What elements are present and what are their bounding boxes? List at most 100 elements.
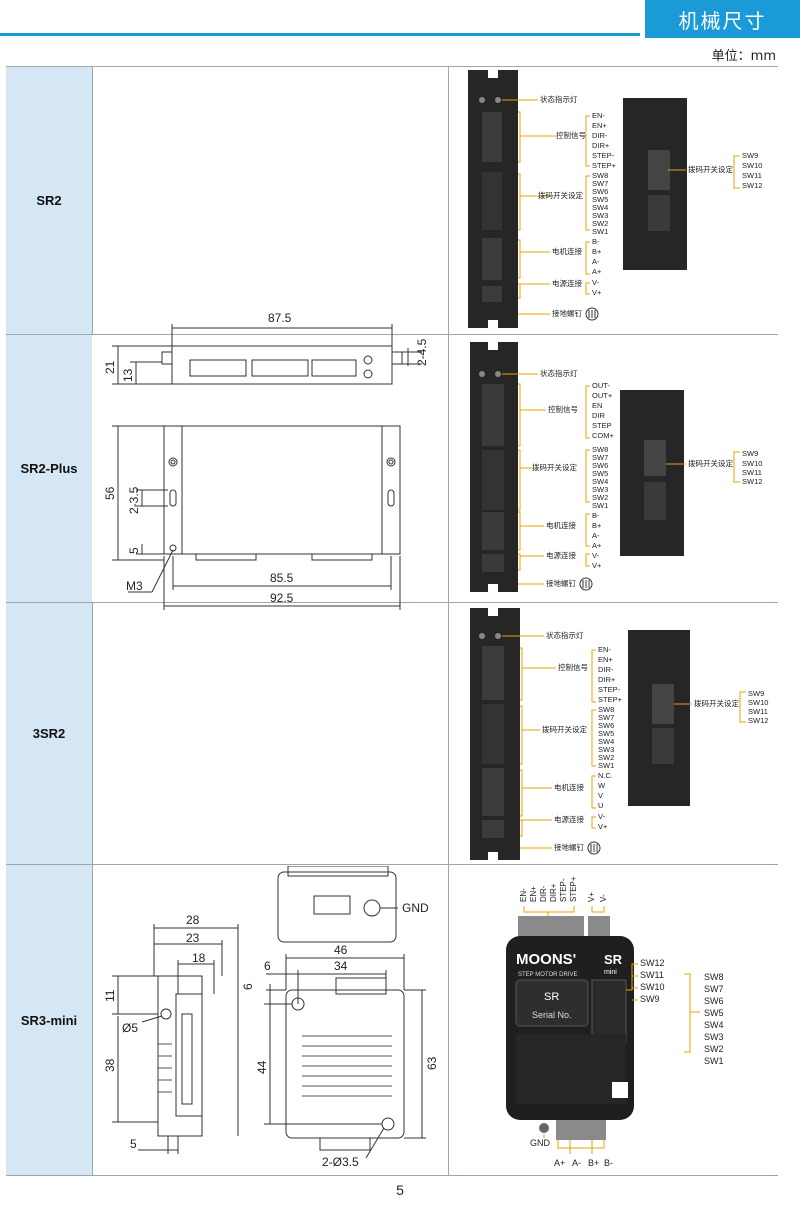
dim-11: 11 bbox=[103, 989, 117, 1002]
label-ground: 接地螺钉 bbox=[552, 308, 582, 318]
pin: W bbox=[598, 781, 606, 790]
pin: SW1 bbox=[598, 761, 614, 770]
pin: N.C. bbox=[598, 771, 613, 780]
label-side-dip: 拨码开关设定 bbox=[694, 698, 739, 708]
label-status: 状态指示灯 bbox=[540, 94, 578, 104]
pin: SW10 bbox=[748, 698, 768, 707]
pin: SW1 bbox=[592, 227, 608, 236]
pin: SW12 bbox=[748, 716, 768, 725]
pin: B+ bbox=[592, 521, 602, 530]
pin: DIR- bbox=[598, 665, 614, 674]
pin: EN bbox=[592, 401, 602, 410]
dim-23: 23 bbox=[186, 931, 200, 945]
dim-2-4-5: 2-4.5 bbox=[415, 338, 429, 366]
mini-series-sub: mini bbox=[604, 969, 617, 976]
pin: SW12 bbox=[742, 477, 762, 486]
pin: SW9 bbox=[742, 449, 758, 458]
pin: STEP bbox=[592, 421, 612, 430]
pin: SW2 bbox=[704, 1044, 724, 1054]
pin: SW2 bbox=[592, 493, 608, 502]
pin: SW3 bbox=[592, 485, 608, 494]
pin: STEP- bbox=[559, 878, 568, 902]
mini-front-view bbox=[285, 989, 405, 1139]
pin: V+ bbox=[598, 822, 608, 831]
pin: V+ bbox=[592, 561, 602, 570]
ground-icon bbox=[585, 307, 599, 321]
model-name-sr3-mini: SR3-mini bbox=[6, 865, 92, 1175]
pin: SW3 bbox=[592, 211, 608, 220]
mini-serial: Serial No. bbox=[532, 1010, 572, 1020]
dim-cell-3sr2 bbox=[92, 603, 448, 864]
pin: OUT- bbox=[592, 381, 610, 390]
label-ground: 接地螺钉 bbox=[554, 842, 584, 852]
pin: STEP+ bbox=[569, 876, 578, 902]
photo-cell-3sr2 bbox=[448, 603, 778, 864]
pin: SW11 bbox=[742, 468, 762, 477]
mini-bottom-connector bbox=[556, 1120, 606, 1140]
label-ground: 接地螺钉 bbox=[546, 578, 576, 588]
label-dip: 拨码开关设定 bbox=[538, 190, 583, 200]
pin: SW1 bbox=[704, 1056, 724, 1066]
pin: SW8 bbox=[598, 705, 614, 714]
pin: SW2 bbox=[598, 753, 614, 762]
pin: SW12 bbox=[640, 958, 665, 968]
sr2-product-photo: 状态指示灯 控制信号 拨码开关设定 电机连接 电源连接 接地螺钉 拨码开关设定 … bbox=[468, 70, 762, 328]
dim-85-5: 85.5 bbox=[270, 571, 294, 585]
pin: SW9 bbox=[742, 151, 758, 160]
pin: SW4 bbox=[592, 203, 608, 212]
pin: SW11 bbox=[748, 707, 768, 716]
pin: A- bbox=[592, 531, 600, 540]
dim-56: 56 bbox=[103, 486, 117, 500]
top-view-outline bbox=[171, 345, 393, 385]
pin: DIR- bbox=[592, 131, 608, 140]
pin: SW2 bbox=[592, 219, 608, 228]
mini-series: SR bbox=[604, 952, 623, 967]
dim-5: 5 bbox=[127, 547, 141, 554]
sr2-dimension-drawing: 87.5 2-4.5 21 13 56 2-3.5 5 85.5 92.5 M3 bbox=[103, 311, 429, 610]
section-title: 机械尺寸 bbox=[645, 0, 800, 38]
model-name-sr2: SR2 bbox=[6, 67, 92, 334]
dim-44: 44 bbox=[255, 1060, 269, 1074]
label-motor: 电机连接 bbox=[546, 520, 576, 530]
pin: EN- bbox=[598, 645, 611, 654]
dim-6-vertical: 6 bbox=[241, 983, 255, 990]
dim-2-phi-3-5: 2-Ø3.5 bbox=[322, 1155, 359, 1169]
dim-34: 34 bbox=[334, 959, 348, 973]
pin: SW6 bbox=[592, 187, 608, 196]
pin: DIR+ bbox=[592, 141, 610, 150]
pin: SW3 bbox=[598, 745, 614, 754]
pin: STEP- bbox=[592, 151, 615, 160]
qr-code-icon bbox=[612, 1082, 628, 1098]
dim-5: 5 bbox=[130, 1137, 137, 1151]
dimension-table: SR2 SR2-Plus 3SR2 SR3-mini bbox=[6, 66, 778, 1176]
pin: A+ bbox=[592, 267, 602, 276]
mini-dip-switch-block bbox=[591, 979, 627, 1043]
pin: STEP+ bbox=[598, 695, 623, 704]
table-row-sr3-mini: SR3-mini bbox=[6, 864, 778, 1176]
dim-cell-sr2 bbox=[92, 67, 448, 334]
mini-spec-text-block bbox=[516, 1034, 626, 1104]
pin: SW10 bbox=[640, 982, 665, 992]
photo-cell-sr3-mini bbox=[448, 865, 778, 1175]
pin: B+ bbox=[592, 247, 602, 256]
pin: SW9 bbox=[748, 689, 764, 698]
pin: STEP- bbox=[598, 685, 621, 694]
pin: SW4 bbox=[598, 737, 614, 746]
pin: SW6 bbox=[704, 996, 724, 1006]
pin: V- bbox=[592, 278, 600, 287]
table-row-3sr2: 3SR2 bbox=[6, 602, 778, 864]
ground-icon bbox=[579, 577, 593, 591]
sr3-mini-dimension-drawing: GND 28 23 18 11 Ø5 38 5 46 6 34 6 44 63 … bbox=[103, 866, 439, 1169]
pin: SW8 bbox=[592, 171, 608, 180]
label-control: 控制信号 bbox=[556, 130, 586, 140]
unit-label: 单位：mm bbox=[711, 49, 776, 64]
label-status: 状态指示灯 bbox=[546, 630, 584, 640]
pin: V- bbox=[592, 551, 600, 560]
dim-2-3-5: 2-3.5 bbox=[127, 486, 141, 514]
terminal-strip bbox=[189, 359, 357, 377]
table-row-sr2: SR2 bbox=[6, 66, 778, 334]
dim-18: 18 bbox=[192, 951, 206, 965]
pin: V+ bbox=[587, 892, 596, 902]
label-motor: 电机连接 bbox=[554, 782, 584, 792]
dim-28: 28 bbox=[186, 913, 200, 927]
